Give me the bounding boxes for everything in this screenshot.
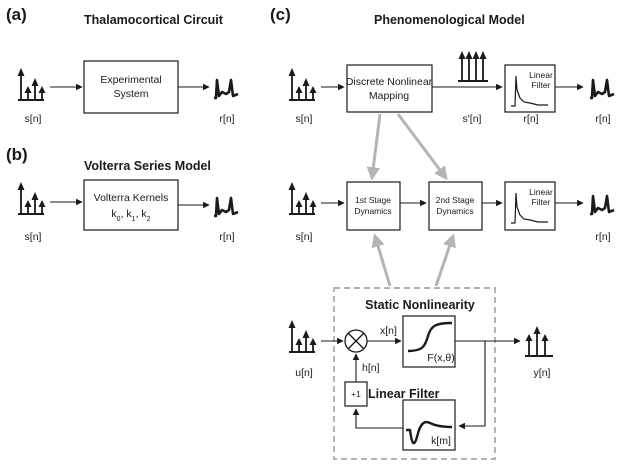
stage2-line1: 2nd Stage [436,195,475,205]
response-trace-icon [212,196,240,218]
panel-a-title: Thalamocortical Circuit [84,13,224,27]
volterra-kernels-line2: k0, k1, k2 [111,208,150,223]
label-b-s: s[n] [25,231,42,243]
static-nonlinearity-title: Static Nonlinearity [365,298,475,312]
filter-kernel-curve [406,420,453,445]
label-c1-r-mid: r[n] [523,113,538,125]
label-y: y[n] [534,367,551,379]
label-c1-s: s[n] [296,113,313,125]
linear-filter-2-line1: Linear [529,187,553,197]
connector-mapping-to-stage1 [366,113,382,181]
arrow-filter-to-plus1 [352,408,403,429]
volterra-kernels-box [83,179,179,231]
multiply-icon [348,333,364,349]
label-a-r: r[n] [219,113,234,125]
linear-filter-title: Linear Filter [368,387,440,401]
stage-detail-dashed-box [333,287,496,460]
panel-c-label: (c) [270,5,291,24]
label-a-s: s[n] [25,113,42,125]
label-c2-r: r[n] [595,231,610,243]
response-trace-icon [588,78,616,100]
linear-filter-box-1 [504,64,556,113]
panel-b-title: Volterra Series Model [84,159,211,173]
experimental-system-box [83,60,179,114]
linear-filter-1-line2: Filter [532,80,551,90]
volterra-kernels-line1: Volterra Kernels [94,192,169,204]
static-nonlinearity-box [402,315,456,368]
label-plus1: +1 [351,389,361,399]
stage1-line2: Dynamics [354,206,391,216]
label-fx: F(x,θ) [427,352,454,364]
label-x: x[n] [380,325,397,337]
connector-detail-to-stage1 [371,233,392,287]
first-stage-dynamics-box [346,181,401,231]
linear-filter-1-line1: Linear [529,70,553,80]
sigmoid-curve [407,321,453,353]
label-c2-s: s[n] [296,231,313,243]
output-spike-train-icon [524,325,554,357]
input-spike-train-icon [287,181,318,215]
panel-a-label: (a) [6,5,27,24]
mapping-line2: Mapping [369,90,409,102]
response-trace-icon [588,194,616,216]
label-h: h[n] [362,362,380,374]
input-spike-train-icon [16,181,47,215]
input-spike-train-icon [16,67,47,101]
discrete-nonlinear-mapping-box [346,64,433,113]
connector-detail-to-stage2 [434,233,456,287]
label-c1-sprime: s'[n] [463,113,482,125]
panel-c-title: Phenomenological Model [374,13,525,27]
panel-b-label: (b) [6,145,28,164]
experimental-system-line1: Experimental [100,74,161,86]
connector-mapping-to-stage2 [396,113,448,181]
second-stage-dynamics-box [428,181,483,231]
stage2-line2: Dynamics [436,206,473,216]
label-u: u[n] [295,367,313,379]
linear-filter-2-line2: Filter [532,197,551,207]
mapped-spike-train-icon [457,50,489,82]
feedback-arrow-to-filter [458,341,486,430]
input-spike-train-icon [287,319,318,353]
label-b-r: r[n] [219,231,234,243]
experimental-system-line2: System [113,88,148,100]
stage1-line1: 1st Stage [355,195,391,205]
label-km: k[m] [431,435,451,447]
label-c1-r: r[n] [595,113,610,125]
mapping-line1: Discrete Nonlinear [346,76,433,88]
response-trace-icon [212,78,240,100]
input-spike-train-icon [287,67,318,101]
